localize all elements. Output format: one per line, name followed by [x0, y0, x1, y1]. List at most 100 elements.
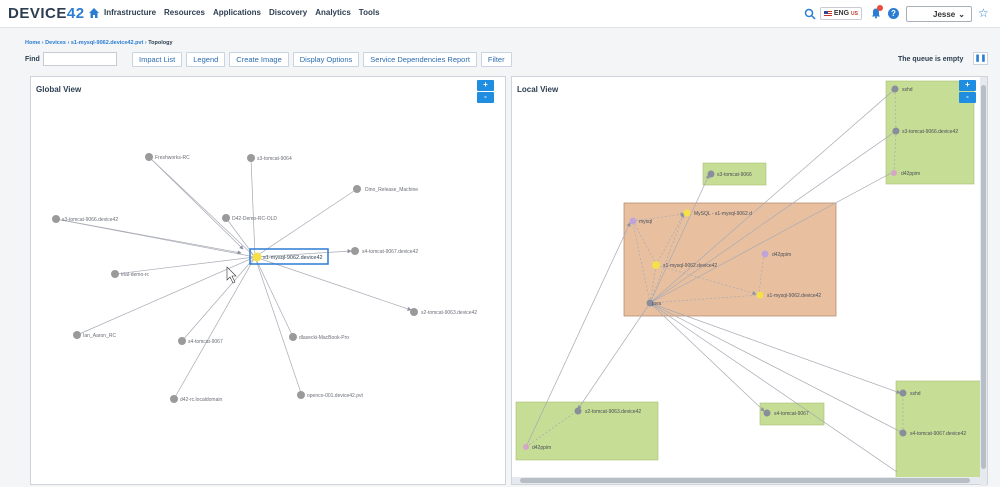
language-selector[interactable]: ENG US: [820, 7, 862, 20]
user-name: Jesse: [933, 10, 956, 19]
graph-edge: [894, 90, 897, 132]
local-view-vertical-scrollbar[interactable]: [980, 77, 987, 486]
nav-analytics[interactable]: Analytics: [315, 8, 351, 17]
node-label: MySQL - s1-mysql-9062.d: [694, 211, 752, 217]
graph-node[interactable]: [763, 409, 771, 417]
selected-node-highlight: [249, 248, 329, 265]
pause-button[interactable]: ❚❚: [973, 52, 988, 65]
breadcrumb-home[interactable]: Home: [25, 40, 41, 46]
graph-node[interactable]: [178, 337, 186, 345]
nav-tools[interactable]: Tools: [358, 8, 380, 17]
local-zoom-out-button[interactable]: -: [959, 92, 976, 103]
graph-node[interactable]: [52, 215, 60, 223]
impact-list-button[interactable]: Impact List: [132, 52, 183, 67]
graph-node[interactable]: [289, 333, 297, 341]
star-icon[interactable]: ☆: [978, 6, 989, 20]
graph-edge: [114, 256, 256, 275]
graph-edge: [649, 174, 710, 304]
local-zoom-in-button[interactable]: +: [959, 80, 976, 91]
global-view-panel: Global View + -: [30, 76, 506, 485]
graph-node[interactable]: [891, 85, 899, 93]
graph-edge: [758, 253, 765, 294]
node-label: Ian_Aaron_RC: [83, 333, 116, 339]
graph-node[interactable]: [297, 391, 305, 399]
graph-node[interactable]: [523, 444, 529, 450]
graph-edge: [76, 256, 256, 336]
filter-button[interactable]: Filter: [480, 52, 512, 67]
graph-node[interactable]: [646, 299, 654, 307]
global-view-graph[interactable]: Freshworks-RC s3-tomcat-9064 Dino_Releas…: [31, 77, 507, 486]
group-s4-tomcat-9067[interactable]: [759, 402, 825, 426]
graph-node[interactable]: [629, 217, 637, 225]
graph-node[interactable]: [756, 291, 764, 299]
node-label: sshd: [910, 391, 921, 397]
graph-node[interactable]: [892, 127, 900, 135]
graph-node[interactable]: [353, 185, 361, 193]
nav-infrastructure[interactable]: Infrastructure: [104, 8, 157, 17]
create-image-button[interactable]: Create Image: [229, 52, 289, 67]
graph-node[interactable]: [247, 154, 255, 162]
node-label: d42ppim: [532, 445, 551, 451]
nav-discovery[interactable]: Discovery: [268, 8, 308, 17]
global-zoom-in-button[interactable]: +: [477, 80, 494, 91]
graph-node[interactable]: [145, 153, 153, 161]
graph-edge: [525, 412, 575, 448]
graph-node[interactable]: [574, 407, 582, 415]
nav-applications[interactable]: Applications: [212, 8, 261, 17]
display-options-button[interactable]: Display Options: [292, 52, 360, 67]
global-zoom-out-button[interactable]: -: [477, 92, 494, 103]
group-s4-tomcat-device[interactable]: [895, 380, 982, 479]
breadcrumb-devices[interactable]: Devices: [45, 40, 66, 46]
graph-edge: [893, 132, 897, 174]
notification-badge: [877, 5, 883, 11]
graph-edge: [254, 256, 412, 311]
search-icon[interactable]: [804, 8, 816, 20]
node-label: d42-rc.localdomain: [180, 397, 222, 403]
graph-node[interactable]: [222, 214, 230, 222]
group-s2-tomcat[interactable]: [515, 401, 659, 461]
graph-node[interactable]: [683, 209, 691, 217]
graph-node[interactable]: [652, 261, 660, 269]
center-node[interactable]: [252, 252, 262, 262]
graph-edge: [649, 130, 897, 304]
node-label: Freshworks-RC: [155, 155, 190, 161]
graph-edge: [55, 218, 242, 255]
graph-edge: [649, 302, 904, 434]
graph-node[interactable]: [410, 308, 418, 316]
home-icon[interactable]: [88, 7, 100, 19]
breadcrumb-current: Topology: [148, 40, 173, 46]
user-menu[interactable]: Jesse⌄: [906, 6, 972, 22]
graph-edge: [632, 222, 651, 304]
service-dependencies-report-button[interactable]: Service Dependencies Report: [363, 52, 477, 67]
node-label: mysql: [639, 219, 652, 225]
scrollbar-thumb[interactable]: [981, 85, 986, 469]
graph-node[interactable]: [899, 429, 907, 437]
scrollbar-thumb[interactable]: [520, 478, 970, 483]
graph-edge: [254, 256, 294, 338]
graph-node[interactable]: [899, 389, 907, 397]
graph-edge: [649, 302, 901, 394]
graph-edge: [655, 213, 685, 266]
graph-node[interactable]: [891, 170, 897, 176]
graph-node[interactable]: [73, 331, 81, 339]
local-view-panel: Local View: [511, 76, 988, 486]
legend-button[interactable]: Legend: [186, 52, 226, 67]
node-label: java: [651, 301, 661, 307]
nav-resources[interactable]: Resources: [164, 8, 205, 17]
group-s3-tomcat-9066[interactable]: [702, 162, 767, 186]
find-input[interactable]: [43, 52, 117, 66]
graph-edge: [649, 302, 898, 473]
node-label: s1-mysql-9062.device42: [663, 263, 717, 269]
help-icon[interactable]: ?: [888, 8, 899, 19]
graph-node[interactable]: [351, 247, 359, 255]
graph-node[interactable]: [111, 270, 119, 278]
mouse-cursor-icon: [226, 266, 237, 284]
graph-node[interactable]: [707, 170, 715, 178]
breadcrumb-device[interactable]: s1-mysql-9062.device42.pvt: [70, 40, 144, 46]
graph-node[interactable]: [170, 395, 178, 403]
node-label: s3-tomcat-9066: [717, 172, 752, 178]
device42-logo[interactable]: DEVICE42: [8, 5, 85, 22]
local-view-graph[interactable]: sshd s3-tomcat-9066.device42 d42ppim s3-…: [512, 77, 982, 479]
graph-node[interactable]: [761, 250, 769, 258]
local-view-horizontal-scrollbar[interactable]: [512, 477, 982, 484]
